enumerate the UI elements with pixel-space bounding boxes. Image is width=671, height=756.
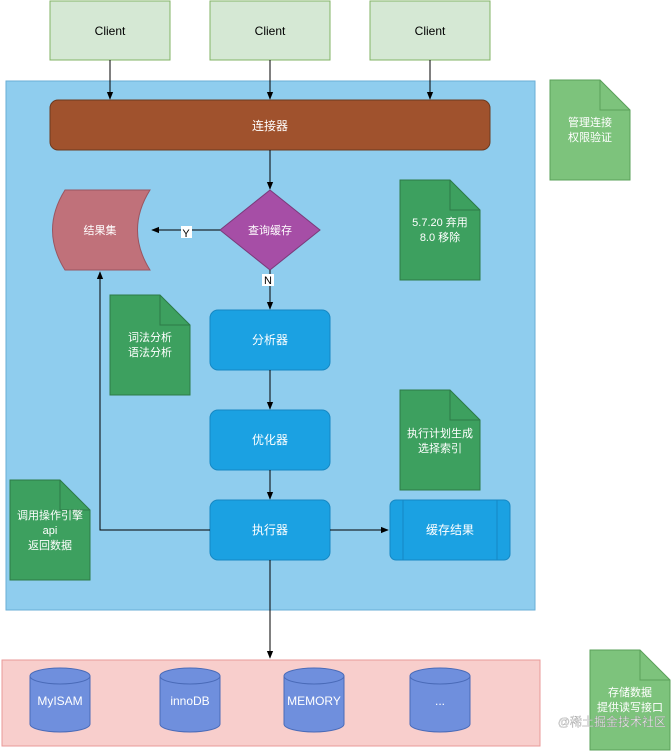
note-cache-removed: 5.7.20 弃用 8.0 移除 <box>399 179 481 281</box>
engine-label: MEMORY <box>287 694 341 708</box>
engine-label: innoDB <box>170 694 209 708</box>
edge-label-n-bg <box>262 274 274 286</box>
engine-more: ... <box>409 667 471 733</box>
result-set-label: 结果集 <box>84 223 117 237</box>
note-plan-line2: 选择索引 <box>418 441 462 455</box>
connector-box: 连接器 <box>49 99 491 151</box>
optimizer-box: 优化器 <box>209 409 331 471</box>
engine-innodb: innoDB <box>159 667 221 733</box>
query-cache-label: 查询缓存 <box>248 223 292 237</box>
edge-label-n: N <box>264 275 272 287</box>
executor-label: 执行器 <box>252 523 288 537</box>
note-connection-line2: 权限验证 <box>568 130 612 144</box>
watermark: @稀土掘金技术社区 <box>558 714 666 729</box>
note-storage: 存储数据 提供读写接口 <box>589 649 671 751</box>
client-label: Client <box>95 24 126 38</box>
note-plan-line1: 执行计划生成 <box>407 426 473 440</box>
analyzer-box: 分析器 <box>209 309 331 371</box>
analyzer-label: 分析器 <box>252 333 288 347</box>
engine-label: MyISAM <box>37 694 82 708</box>
note-storage-line1: 存储数据 <box>608 685 652 699</box>
engine-memory: MEMORY <box>283 667 345 733</box>
cache-result-box: 缓存结果 <box>389 499 511 561</box>
result-set-shape: 结果集 <box>52 189 151 271</box>
edge-label-y: Y <box>182 228 190 240</box>
note-storage-line2: 提供读写接口 <box>597 700 663 714</box>
note-connection: 管理连接 权限验证 <box>549 79 631 181</box>
note-cache-line1: 5.7.20 弃用 <box>412 215 468 229</box>
optimizer-label: 优化器 <box>252 433 288 447</box>
executor-box: 执行器 <box>209 499 331 561</box>
client-label: Client <box>255 24 286 38</box>
edge-label-y-bg <box>181 226 192 238</box>
client-box-3: Client <box>369 0 491 61</box>
note-parse: 词法分析 语法分析 <box>109 294 191 396</box>
note-connection-line1: 管理连接 <box>568 115 612 129</box>
client-box-1: Client <box>49 0 171 61</box>
note-parse-line1: 词法分析 <box>128 330 172 344</box>
note-cache-line2: 8.0 移除 <box>420 230 460 244</box>
connector-label: 连接器 <box>252 118 288 133</box>
engine-label: ... <box>435 694 445 708</box>
note-engine-api: 调用操作引擎 api 返回数据 <box>9 479 91 581</box>
note-engine-line3: 返回数据 <box>28 538 72 552</box>
cache-result-label: 缓存结果 <box>426 523 474 537</box>
client-label: Client <box>415 24 446 38</box>
query-cache-diamond: 查询缓存 <box>219 189 321 271</box>
engine-myisam: MyISAM <box>29 667 91 733</box>
note-plan: 执行计划生成 选择索引 <box>399 389 481 491</box>
client-box-2: Client <box>209 0 331 61</box>
note-engine-line2: api <box>43 525 58 537</box>
note-engine-line1: 调用操作引擎 <box>17 508 83 522</box>
arrow-executor-result <box>96 271 210 531</box>
note-parse-line2: 语法分析 <box>128 345 172 359</box>
